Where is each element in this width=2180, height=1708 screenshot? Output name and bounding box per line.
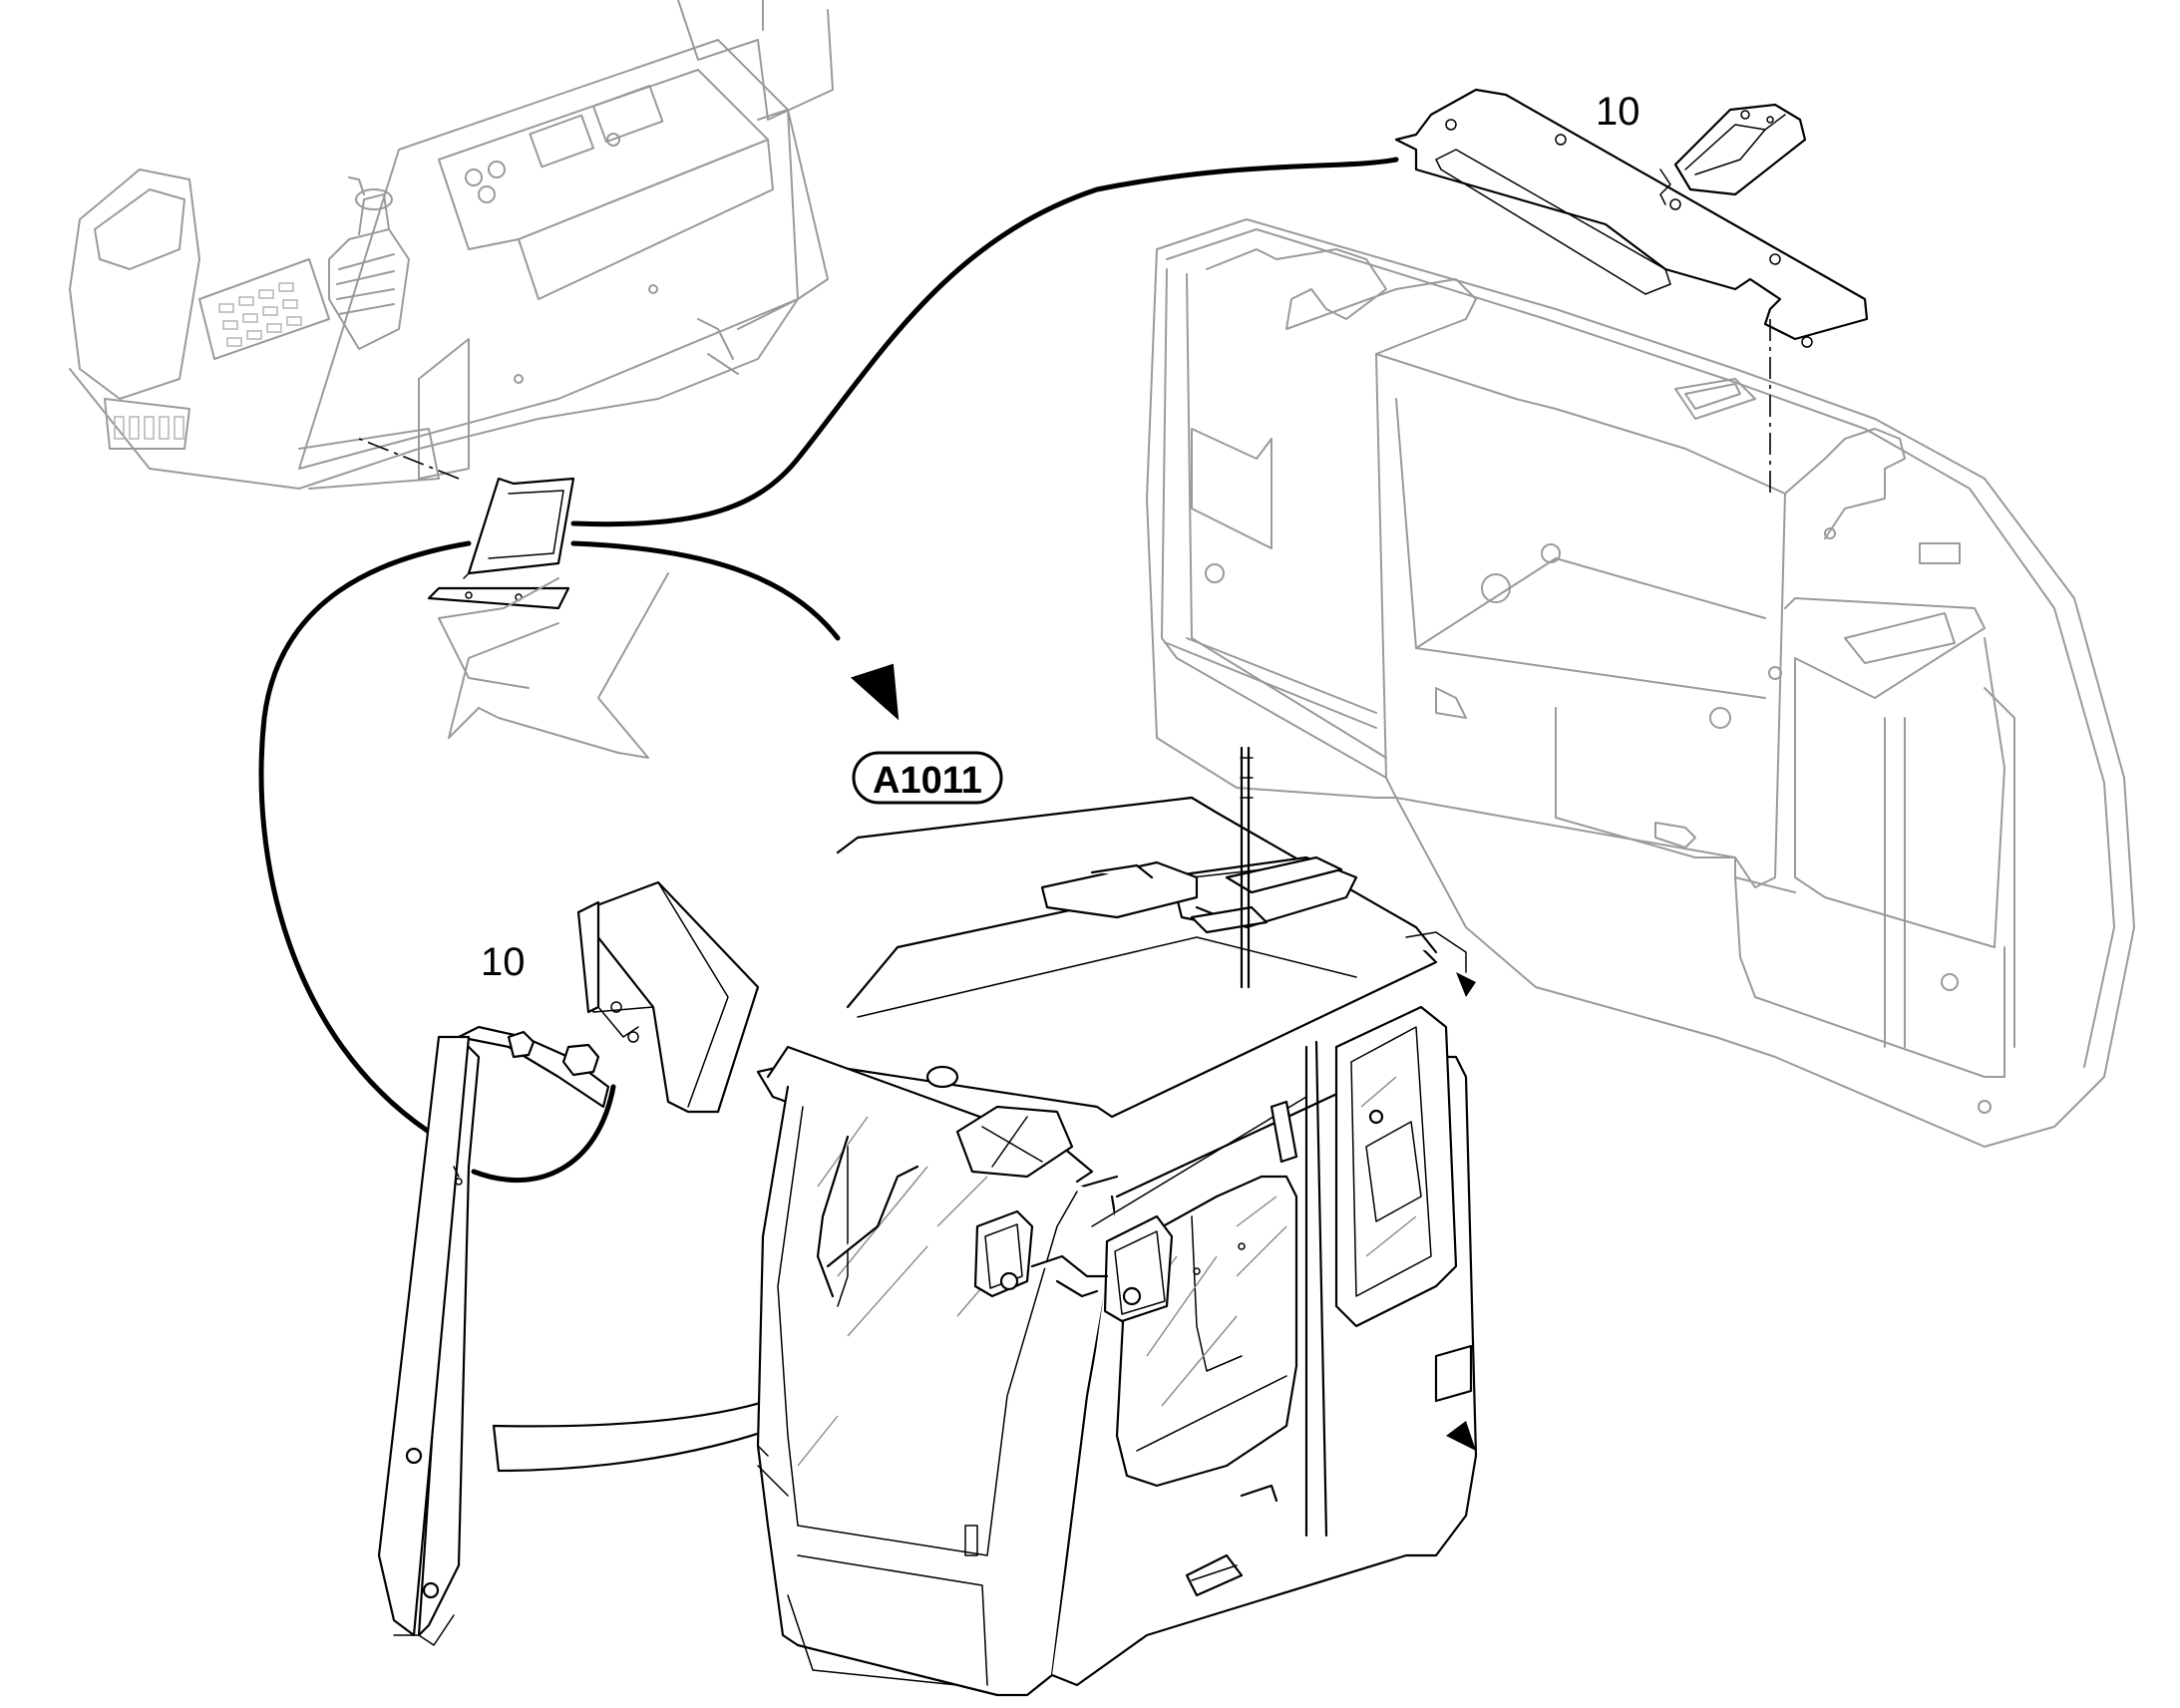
callout-10-top: 10	[1596, 90, 1640, 134]
display-monitor	[507, 880, 760, 1114]
arrowhead-icon	[851, 663, 900, 721]
mounting-plate	[1394, 88, 1869, 499]
counterweight-ghost	[1146, 218, 2135, 1148]
wire-harness	[258, 157, 1399, 1183]
callout-10-left: 10	[481, 940, 526, 984]
reference-badge[interactable]: A1011	[852, 751, 1003, 805]
controller-unit	[1659, 103, 1807, 205]
operator-cab	[756, 746, 1478, 1697]
operator-console-ghost	[69, 0, 834, 490]
console-bracket	[358, 438, 669, 759]
reference-label: A1011	[873, 760, 982, 802]
